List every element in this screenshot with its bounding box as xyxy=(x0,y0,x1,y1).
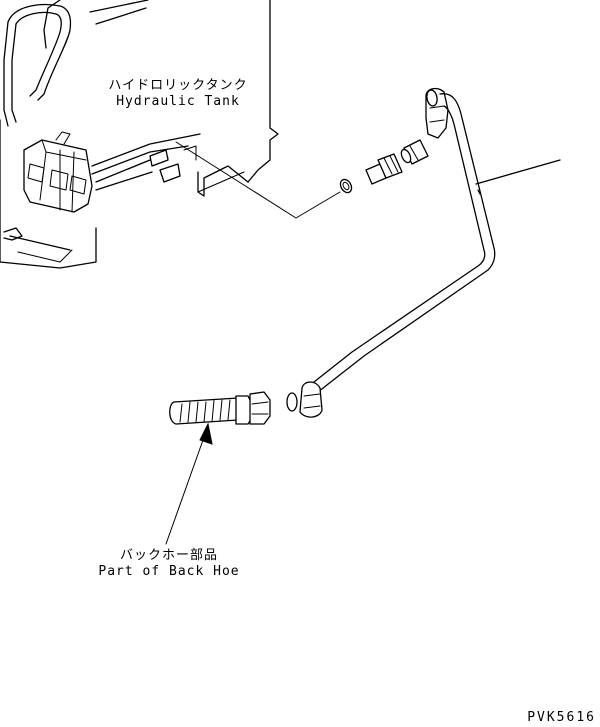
backhoe-leader xyxy=(165,422,213,545)
tank-label-jp: ハイドロリックタンク xyxy=(108,78,248,93)
tank-label-en: Hydraulic Tank xyxy=(116,94,240,109)
backhoe-label-en: Part of Back Hoe xyxy=(98,564,240,579)
figure-code: PVK5616 xyxy=(527,710,596,725)
frame-plate xyxy=(475,159,561,195)
elbow-fitting xyxy=(425,87,449,139)
pipe-end-nut xyxy=(286,381,323,418)
backhoe-label-jp: バックホー部品 xyxy=(119,548,218,563)
backhoe-hose xyxy=(169,391,271,425)
hydraulic-pipe xyxy=(313,93,496,393)
hydraulic-tank xyxy=(0,0,341,269)
adapter-fitting xyxy=(365,153,403,185)
o-ring-seal xyxy=(339,178,353,194)
swivel-nut xyxy=(400,139,429,165)
